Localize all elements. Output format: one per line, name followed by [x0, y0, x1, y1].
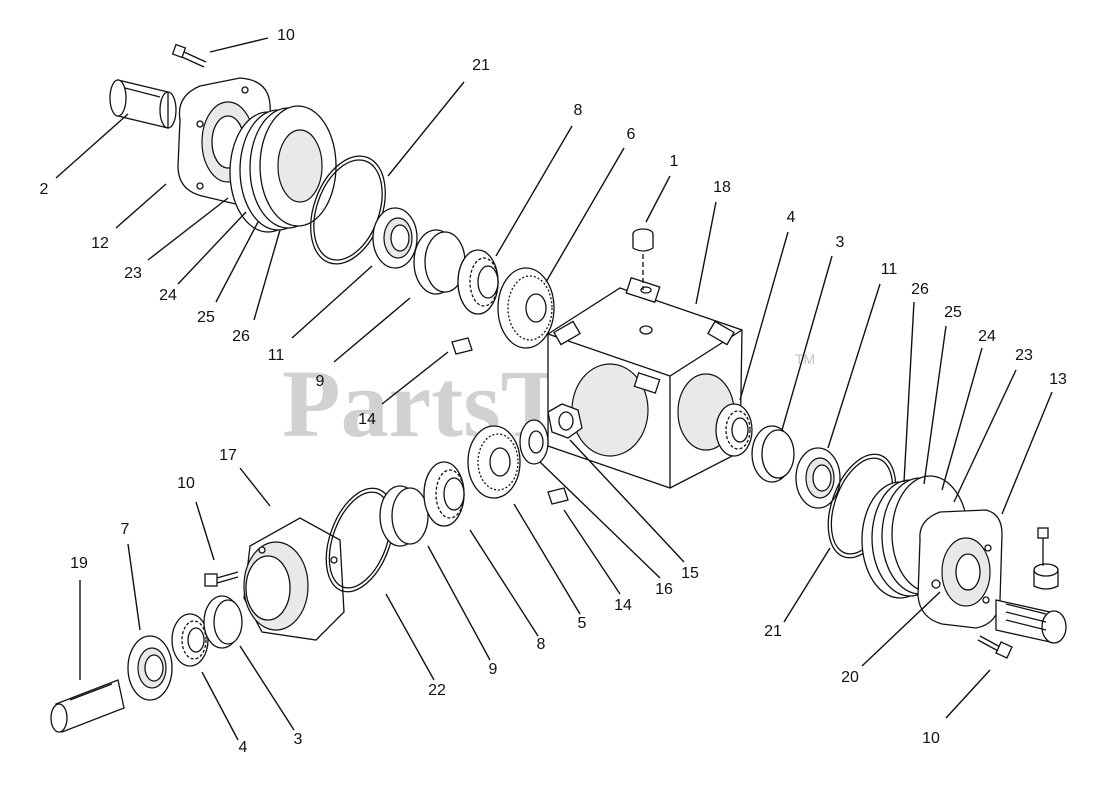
part-key-14-bottom	[547, 487, 569, 505]
callout-24: 24	[978, 328, 996, 345]
part-bearing-11-right	[795, 447, 841, 509]
part-race-9-top	[413, 229, 466, 295]
part-bolt-top	[171, 43, 207, 68]
callout-26: 26	[232, 328, 250, 345]
callout-3: 3	[836, 234, 845, 251]
callout-23: 23	[124, 265, 142, 282]
callout-12: 12	[91, 235, 109, 252]
part-cone-bearing-8-top	[457, 249, 499, 315]
callout-14: 14	[614, 597, 632, 614]
callout-10: 10	[277, 27, 295, 44]
callout-26: 26	[911, 281, 929, 298]
callout-24: 24	[159, 287, 177, 304]
callout-21: 21	[472, 57, 490, 74]
part-housing-17	[243, 517, 345, 641]
part-cone-bearing-4-right	[715, 403, 753, 457]
callout-2: 2	[40, 181, 49, 198]
callout-16: 16	[655, 581, 673, 598]
callout-15: 15	[681, 565, 699, 582]
callout-8: 8	[574, 102, 583, 119]
part-shaft-2	[109, 79, 177, 129]
part-bolt-bottom-right	[977, 635, 1013, 659]
part-shaft-19	[50, 679, 125, 733]
callout-11: 11	[268, 347, 285, 364]
callout-6: 6	[627, 126, 636, 143]
callout-25: 25	[197, 309, 215, 326]
callout-22: 22	[428, 682, 446, 699]
part-set-screw-20	[1033, 527, 1059, 590]
callout-9: 9	[489, 661, 498, 678]
part-splined-shaft	[995, 599, 1067, 644]
callout-13: 13	[1049, 371, 1067, 388]
callout-labels: 10 21 8 6 1 18 4 3 11 26 25 24 23 13 2 1…	[40, 27, 1067, 756]
callout-18: 18	[713, 179, 731, 196]
callout-4: 4	[787, 209, 796, 226]
part-flange-13	[917, 509, 1003, 629]
part-bearing-11-top	[372, 207, 418, 269]
callout-10: 10	[922, 730, 940, 747]
part-bolt-10-left	[204, 571, 239, 587]
part-nut-15	[547, 403, 583, 439]
callout-14: 14	[358, 411, 376, 428]
part-cone-bearing-4-left	[171, 613, 209, 667]
leader-lines	[55, 37, 1053, 741]
callout-3: 3	[294, 731, 303, 748]
part-key-14-top	[451, 337, 473, 355]
callout-25: 25	[944, 304, 962, 321]
callout-11: 11	[881, 261, 898, 278]
part-race-9-bottom	[379, 485, 429, 547]
callout-7: 7	[121, 521, 130, 538]
callout-10: 10	[177, 475, 195, 492]
callout-17: 17	[219, 447, 237, 464]
watermark-trademark: TM	[795, 351, 815, 367]
callout-5: 5	[578, 615, 587, 632]
callout-21: 21	[764, 623, 782, 640]
callout-1: 1	[670, 153, 679, 170]
callout-9: 9	[316, 373, 325, 390]
part-race-3-right	[751, 425, 795, 483]
part-bevel-gear-6	[497, 267, 555, 349]
callout-4: 4	[239, 739, 248, 756]
callout-20: 20	[841, 669, 859, 686]
part-gear-5	[467, 425, 521, 499]
part-cone-bearing-8-bottom	[423, 461, 465, 527]
part-gearbox-housing-18	[547, 276, 743, 489]
callout-23: 23	[1015, 347, 1033, 364]
part-race-3-left	[203, 595, 243, 649]
part-plug-1	[632, 228, 654, 290]
part-washer-16	[519, 419, 549, 465]
callout-8: 8	[537, 636, 546, 653]
callout-19: 19	[70, 555, 88, 572]
part-gasket-22	[325, 487, 395, 593]
part-seal-7	[127, 635, 173, 701]
